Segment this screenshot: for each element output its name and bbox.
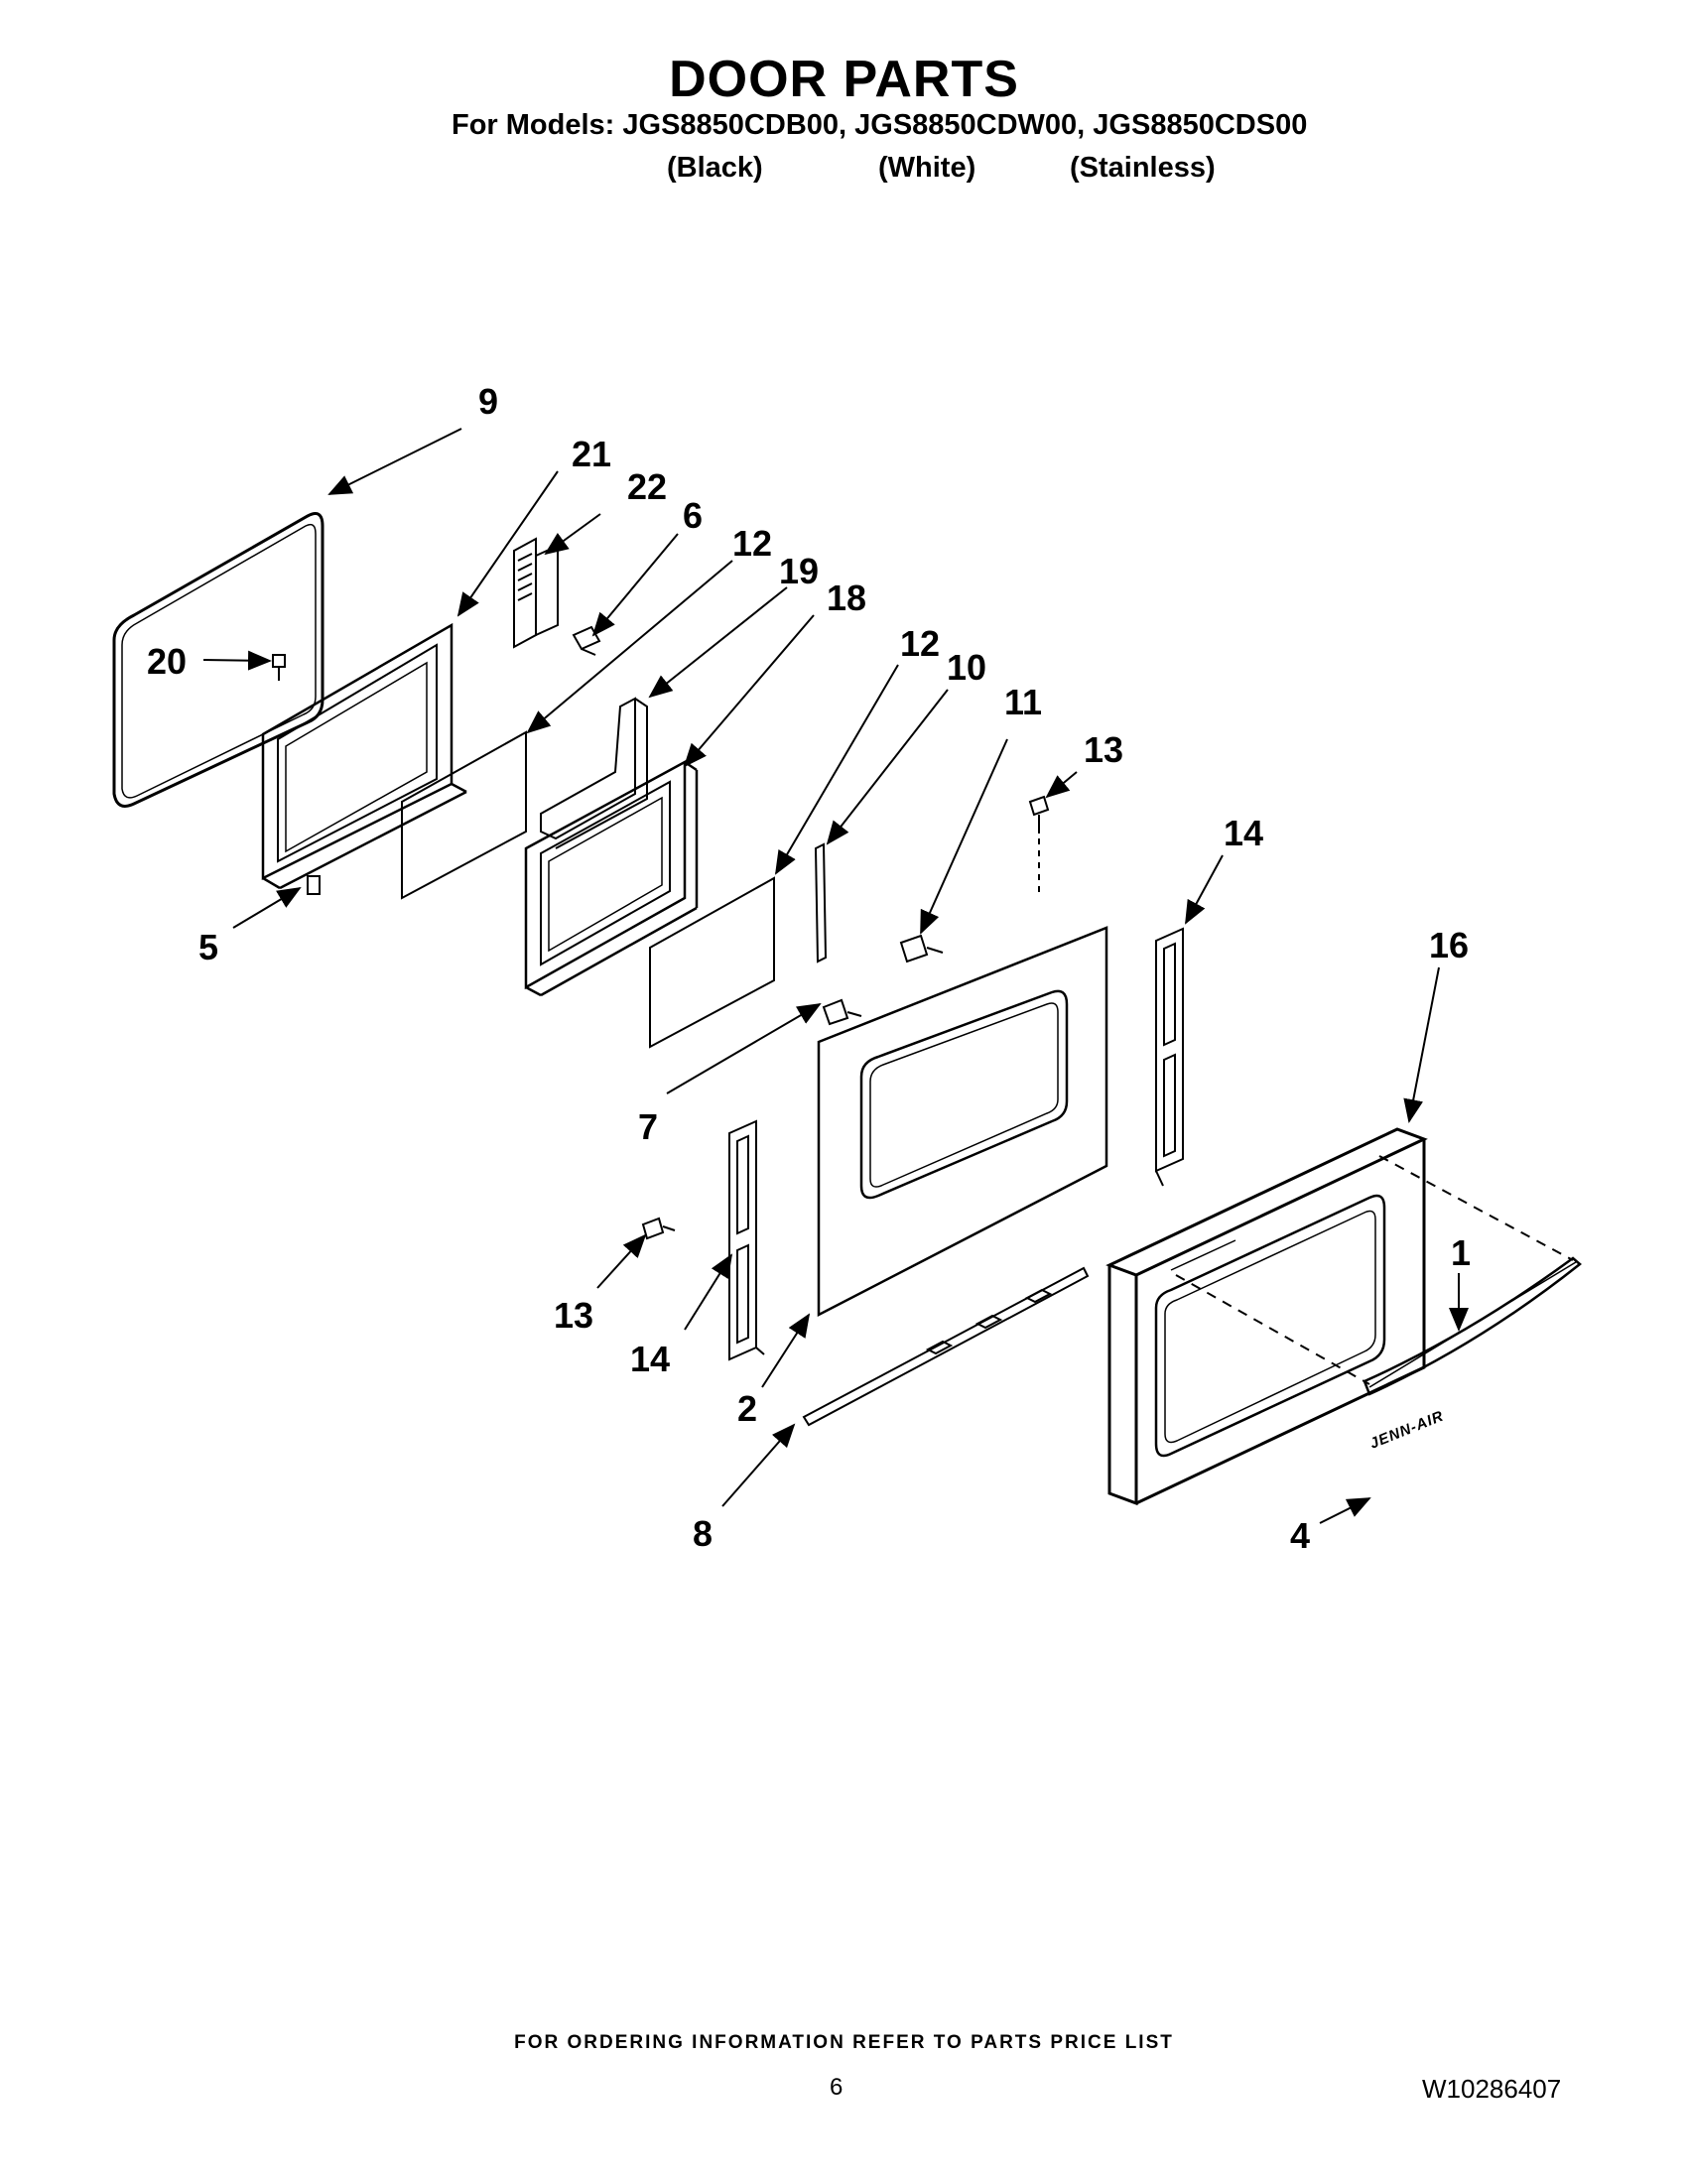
part-outer-glass: [817, 926, 1108, 1318]
callout-2: 2: [737, 1388, 758, 1429]
handle-guide-lower: [1175, 1274, 1370, 1385]
part-side-trim-right: [1155, 927, 1184, 1187]
callout-4: 4: [1290, 1515, 1311, 1556]
callout-20: 20: [147, 641, 188, 682]
page-number: 6: [830, 2074, 844, 2101]
callout-18: 18: [827, 578, 867, 618]
part-screw-20: [272, 654, 286, 681]
part-insulation: [540, 697, 648, 849]
ordering-note: FOR ORDERING INFORMATION REFER TO PARTS …: [514, 2032, 1174, 2053]
variant-stainless: (Stainless): [1070, 152, 1216, 184]
callout-7: 7: [638, 1106, 659, 1147]
part-screw-11: [899, 934, 944, 964]
callout-22: 22: [627, 466, 668, 507]
callout-14-right: 14: [1224, 813, 1264, 853]
part-screw-13-lower: [641, 1217, 676, 1240]
callout-5: 5: [198, 927, 219, 967]
part-side-trim-left: [728, 1119, 765, 1361]
callout-21: 21: [572, 434, 612, 474]
models-line: For Models: JGS8850CDB00, JGS8850CDW00, …: [452, 109, 1308, 141]
callout-19: 19: [779, 551, 820, 591]
callout-8: 8: [693, 1513, 714, 1554]
callout-11: 11: [1004, 682, 1043, 722]
leader-lines: [202, 428, 1469, 1524]
part-screw-13-upper: [1028, 795, 1050, 893]
callout-10: 10: [947, 647, 987, 688]
part-screw-6: [572, 625, 601, 656]
part-outer-door: [1105, 1127, 1428, 1506]
part-screw-7: [822, 998, 862, 1026]
part-inner-liner: [261, 622, 467, 890]
part-glass-upper: [401, 730, 527, 900]
part-clip: [307, 875, 321, 895]
callout-13-upper: 13: [1084, 729, 1124, 770]
callout-6: 6: [683, 495, 704, 536]
callout-14-left: 14: [630, 1339, 671, 1379]
handle-guide-upper: [1378, 1155, 1574, 1261]
document-number: W10286407: [1422, 2074, 1562, 2104]
part-lower-trim: [802, 1266, 1090, 1427]
callout-12-upper: 12: [732, 523, 773, 564]
part-strip: [814, 842, 828, 964]
callout-16: 16: [1429, 925, 1470, 965]
variant-black: (Black): [667, 152, 763, 184]
callout-12-lower: 12: [900, 623, 941, 664]
part-handle: [1363, 1256, 1582, 1396]
callout-13-lower: 13: [554, 1295, 594, 1336]
callout-9: 9: [478, 381, 499, 422]
part-window-frame: [524, 759, 699, 997]
callout-1: 1: [1451, 1232, 1472, 1273]
page-title: DOOR PARTS: [669, 51, 1019, 108]
part-hinge-bracket: [513, 537, 559, 649]
part-glass-lower: [649, 876, 775, 1049]
variant-white: (White): [878, 152, 976, 184]
